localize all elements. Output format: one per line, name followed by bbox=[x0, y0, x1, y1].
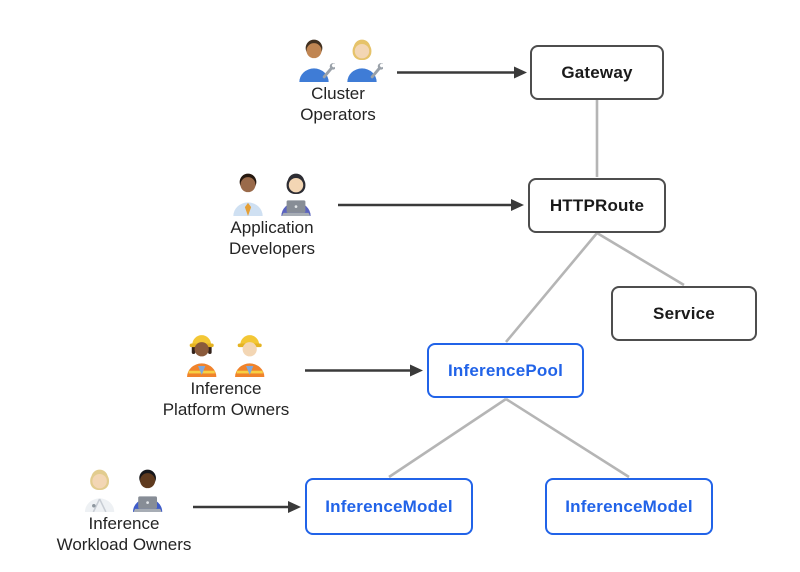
arrow-inference-platform-owners-inferencepool bbox=[305, 364, 423, 377]
node-inferencemodel-left-label: InferenceModel bbox=[325, 496, 453, 516]
node-inferencepool-label: InferencePool bbox=[447, 360, 564, 380]
persona-application-developers: Application Developers bbox=[227, 170, 317, 259]
edge-inferencepool-inferencemodel-left bbox=[388, 397, 507, 479]
persona-inference-workload-owners-label: Inference Workload Owners bbox=[56, 514, 192, 554]
node-httproute-label: HTTPRoute bbox=[549, 195, 645, 215]
health-worker-emoji bbox=[85, 469, 115, 512]
node-inferencemodel-left: InferenceModel bbox=[305, 478, 473, 535]
technologist-emoji bbox=[133, 469, 163, 512]
edge-inferencepool-inferencemodel-right bbox=[505, 397, 630, 479]
man-construction-worker-emoji bbox=[235, 335, 265, 377]
persona-inference-platform-owners: Inference Platform Owners bbox=[162, 331, 290, 420]
edge-httproute-service bbox=[596, 231, 685, 287]
inference-platform-owners-emoji bbox=[163, 331, 290, 377]
persona-cluster-operators: Cluster Operators bbox=[293, 36, 383, 125]
persona-inference-workload-owners: Inference Workload Owners bbox=[56, 466, 192, 555]
node-httproute: HTTPRoute bbox=[528, 178, 666, 233]
node-inferencepool: InferencePool bbox=[427, 343, 584, 398]
persona-application-developers-label: Application Developers bbox=[229, 218, 315, 258]
man-mechanic-emoji bbox=[299, 39, 335, 82]
woman-construction-worker-emoji bbox=[187, 335, 217, 377]
man-office-worker-emoji bbox=[233, 173, 263, 216]
node-gateway-label: Gateway bbox=[561, 62, 633, 82]
persona-cluster-operators-label: Cluster Operators bbox=[300, 84, 376, 124]
woman-technologist-emoji bbox=[281, 173, 311, 216]
application-developers-emoji bbox=[227, 170, 317, 216]
node-inferencemodel-right: InferenceModel bbox=[545, 478, 713, 535]
node-service-label: Service bbox=[653, 303, 715, 323]
arrow-application-developers-httproute bbox=[338, 199, 524, 211]
woman-mechanic-emoji bbox=[347, 39, 383, 82]
node-gateway: Gateway bbox=[530, 45, 664, 100]
arrow-cluster-operators-gateway bbox=[397, 66, 527, 79]
edge-httproute-inferencepool bbox=[505, 232, 598, 343]
cluster-operators-emoji bbox=[293, 36, 383, 82]
inference-workload-owners-emoji bbox=[57, 466, 192, 512]
persona-inference-platform-owners-label: Inference Platform Owners bbox=[162, 379, 290, 419]
node-service: Service bbox=[611, 286, 757, 341]
node-inferencemodel-right-label: InferenceModel bbox=[565, 496, 693, 516]
arrow-inference-workload-owners-inferencemodel bbox=[193, 501, 301, 513]
